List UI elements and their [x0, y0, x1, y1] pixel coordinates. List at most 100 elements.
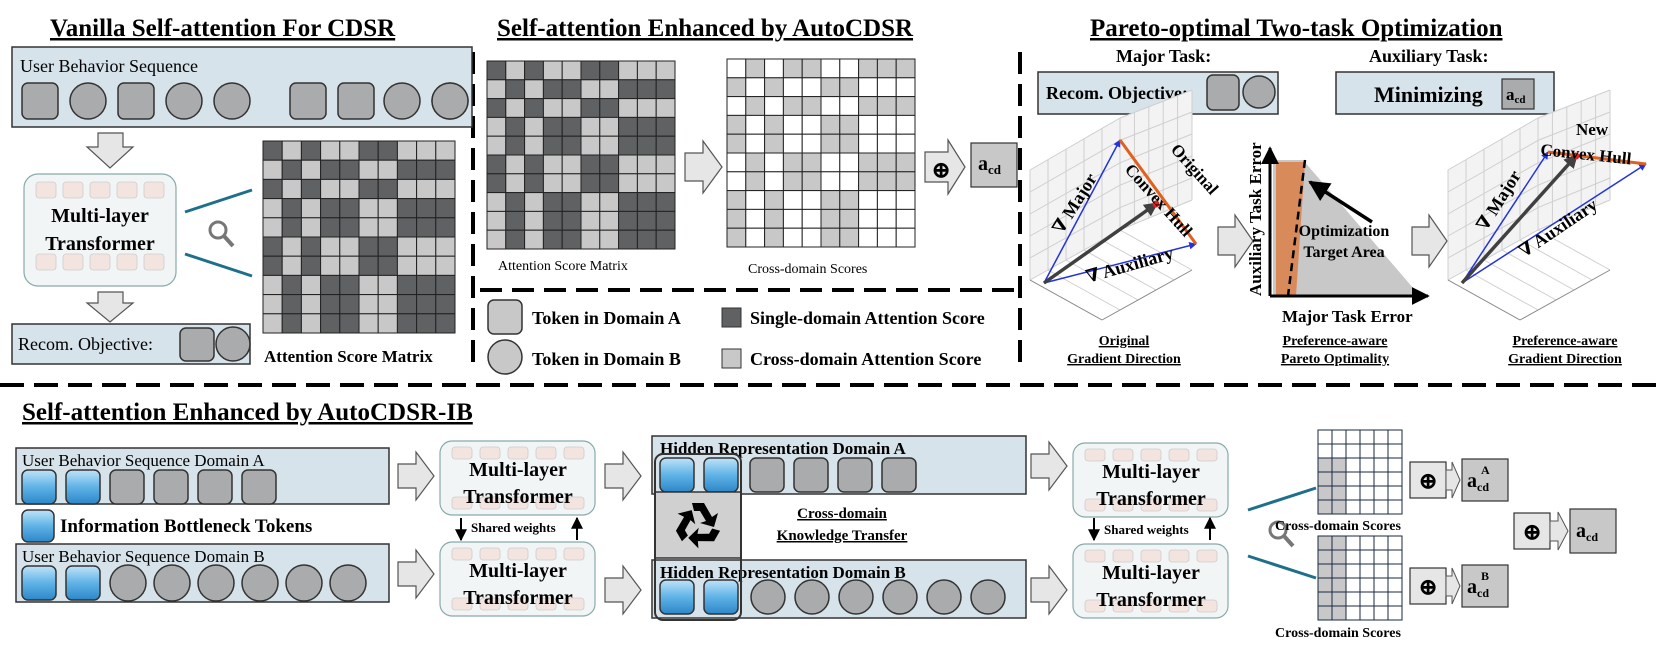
acd-label: acd: [978, 153, 1002, 177]
matrix-cell: [1331, 457, 1347, 473]
neuron: [1140, 498, 1162, 512]
matrix-cell: [618, 79, 638, 100]
down-arrow: [85, 291, 135, 323]
plot-pane: [1448, 90, 1610, 280]
matrix-cell: [580, 210, 601, 231]
matrix-cell: [782, 208, 803, 229]
neuron: [451, 597, 473, 611]
matrix-cell: [599, 98, 620, 118]
acd-b-superscript: B: [1481, 569, 1489, 583]
neuron: [563, 547, 585, 561]
grid-line: [1083, 249, 1157, 291]
target-area-label-2: Target Area: [1303, 244, 1384, 261]
hull-point: [1572, 152, 1580, 160]
shared-weights-label: Shared weights: [1104, 522, 1189, 537]
matrix-cell: [858, 114, 878, 135]
transformer-block: [23, 173, 177, 287]
matrix-cell: [524, 60, 544, 81]
matrix-cell: [1373, 535, 1389, 551]
matrix-cell: [1345, 457, 1361, 473]
cross-scores-b-label: Cross-domain Scores: [1275, 626, 1401, 641]
matrix-cell: [281, 140, 302, 161]
matrix-cell: [1373, 605, 1389, 621]
matrix-cell: [542, 229, 563, 250]
neuron: [1196, 498, 1218, 512]
matrix-cell: [655, 135, 676, 156]
matrix-cell: [764, 114, 784, 135]
target-area: [1276, 162, 1305, 296]
transformer-line2: Transformer: [463, 587, 573, 609]
token-circle: [1242, 75, 1276, 109]
matrix-cell: [655, 98, 676, 118]
matrix-cell: [1331, 577, 1347, 593]
token-square: [153, 469, 189, 505]
zoom-line: [184, 188, 253, 214]
matrix-cell: [764, 58, 784, 79]
sequence-b-tokens: [21, 564, 367, 602]
matrix-cell: [435, 159, 456, 180]
matrix-cell: [300, 294, 322, 315]
matrix-cell: [542, 210, 563, 231]
matrix-cell: [486, 79, 507, 100]
matrix-cell: [636, 60, 657, 81]
matrix-cell: [839, 171, 860, 192]
sequence-tokens: [21, 82, 469, 120]
matrix-cell: [1331, 563, 1347, 579]
matrix-cell: [561, 154, 582, 175]
matrix-cell: [561, 79, 582, 100]
neuron: [1084, 448, 1106, 462]
matrix-cell: [339, 313, 360, 334]
transformer-line2: Transformer: [463, 486, 573, 508]
token-square: [109, 469, 145, 505]
matrix-cell: [358, 313, 379, 334]
matrix-cell: [1345, 577, 1361, 593]
attention-matrix: [262, 140, 456, 334]
major-gradient-arrow: [1043, 139, 1121, 284]
matrix-cell: [1317, 457, 1333, 473]
matrix-cell: [801, 96, 822, 116]
matrix-cell: [655, 116, 676, 137]
right-arrow: [1445, 461, 1461, 499]
matrix-cell: [1345, 549, 1361, 565]
matrix-cell: [300, 198, 322, 219]
matrix-cell: [339, 294, 360, 315]
neuron: [535, 597, 557, 611]
right-arrow: [924, 137, 966, 197]
ib-token-frame: [654, 453, 742, 621]
neuron: [1140, 599, 1162, 613]
plot2-caption-1: Preference-aware: [1283, 334, 1388, 349]
axis-line: [1029, 279, 1103, 321]
original-gradient-plot: ∇ Major ∇ Auxiliary Original Convex Hull…: [1029, 89, 1222, 367]
matrix-cell: [320, 140, 341, 161]
matrix-cell: [636, 79, 657, 100]
matrix-cell: [1317, 485, 1333, 501]
matrix-cell: [281, 159, 302, 180]
matrix-cell: [435, 198, 456, 219]
matrix-cell: [561, 60, 582, 81]
matrix-cell: [505, 98, 526, 118]
zoom-line: [1247, 486, 1317, 512]
grid-line: [1537, 177, 1611, 209]
legend-circle-icon: [487, 339, 523, 375]
grid-line: [1119, 89, 1193, 119]
token-circle: [285, 564, 323, 602]
neuron: [1168, 599, 1190, 613]
matrix-cell: [876, 77, 897, 98]
matrix-cell: [416, 255, 437, 276]
neuron: [62, 181, 84, 199]
matrix-cell: [320, 159, 341, 180]
token-circle: [215, 326, 251, 362]
legend-dark-cell: [721, 307, 742, 328]
neuron: [479, 496, 501, 510]
matrix-cell: [618, 154, 638, 175]
matrix-cell: [396, 178, 418, 200]
matrix-cell: [895, 208, 916, 229]
matrix-cell: [377, 178, 398, 200]
matrix-cell: [820, 190, 841, 210]
acd-b-box: [1461, 564, 1509, 608]
cross-domain-scores-b: [1317, 535, 1403, 621]
right-arrow: [684, 139, 723, 195]
transfer-label-2: Knowledge Transfer: [777, 528, 908, 544]
matrix-cell: [599, 229, 620, 250]
